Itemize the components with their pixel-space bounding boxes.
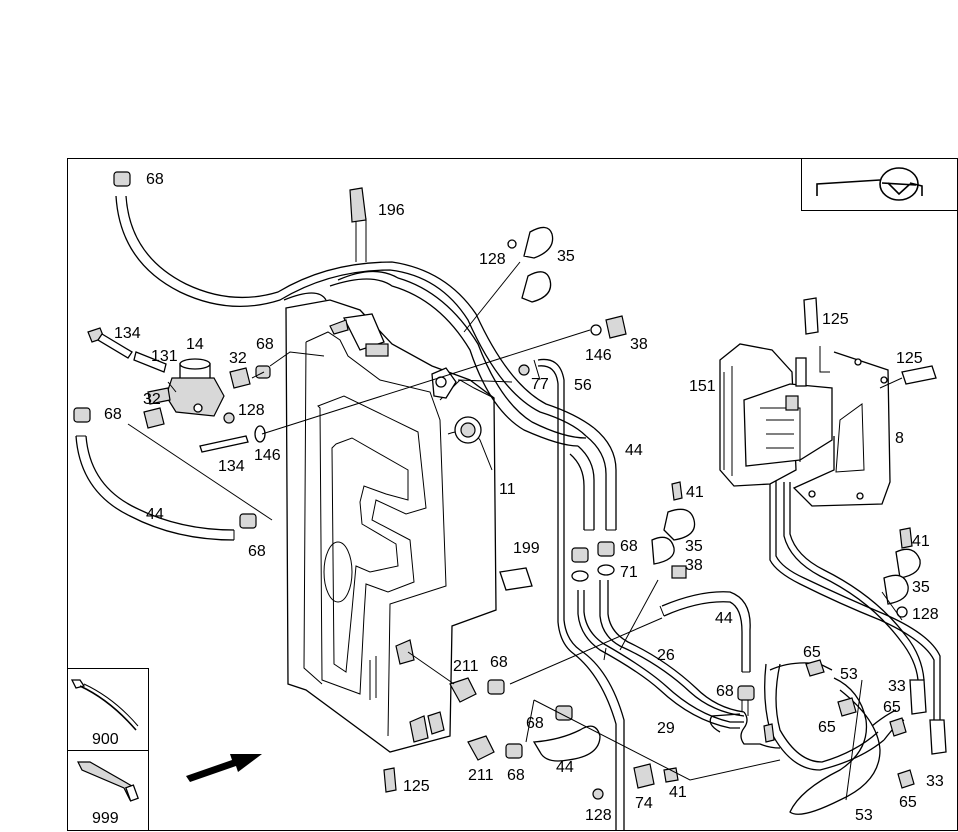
callout-77: 77 <box>531 376 549 393</box>
callout-44: 44 <box>146 506 164 523</box>
callout-33: 33 <box>926 773 944 790</box>
hose-44-right <box>659 591 751 673</box>
callout-26: 26 <box>657 647 675 664</box>
callout-41: 41 <box>686 484 704 501</box>
view-orientation-icon <box>801 158 958 211</box>
auxiliary-heater <box>719 343 833 487</box>
callout-14: 14 <box>186 336 204 353</box>
callout-211: 211 <box>468 767 494 784</box>
inset-label-sealant: 999 <box>92 810 119 827</box>
callout-68: 68 <box>256 336 274 353</box>
callout-44: 44 <box>556 759 574 776</box>
bolt-134 <box>87 327 133 359</box>
callout-53: 53 <box>855 807 873 824</box>
inset-label-cable-tie: 900 <box>92 731 119 748</box>
callout-53: 53 <box>840 666 858 683</box>
callout-146: 146 <box>254 447 281 464</box>
cable-tie-icon <box>70 679 139 731</box>
callout-125: 125 <box>822 311 849 328</box>
sleeve-131 <box>133 351 167 373</box>
callout-32: 32 <box>143 391 161 408</box>
hose-44-bottom <box>532 725 601 762</box>
inset-panel <box>67 668 149 831</box>
callout-68: 68 <box>146 171 164 188</box>
callout-128: 128 <box>238 402 265 419</box>
callout-35: 35 <box>557 248 575 265</box>
callout-11: 11 <box>499 481 516 498</box>
lines-26-29 <box>577 580 781 749</box>
hose-53 <box>764 662 905 815</box>
callout-131: 131 <box>151 348 178 365</box>
callout-44: 44 <box>715 610 733 627</box>
callout-numbers: 68 196 128 35 134 14 131 32 68 146 38 77… <box>104 171 944 824</box>
callout-125: 125 <box>896 350 923 367</box>
callout-68: 68 <box>490 654 508 671</box>
callout-32: 32 <box>229 350 247 367</box>
callout-8: 8 <box>895 430 904 447</box>
clamp-fittings <box>73 171 947 800</box>
line-56 <box>537 358 625 830</box>
callout-146: 146 <box>585 347 612 364</box>
sealant-tube-icon <box>77 761 139 802</box>
callout-56: 56 <box>574 377 592 394</box>
callout-44: 44 <box>625 442 643 459</box>
callout-71: 71 <box>620 564 638 581</box>
callout-33: 33 <box>888 678 906 695</box>
fuel-lines-44 <box>569 427 617 531</box>
callout-38: 38 <box>685 557 703 574</box>
callout-74: 74 <box>635 795 653 812</box>
valve-assembly <box>147 358 225 417</box>
callout-68: 68 <box>716 683 734 700</box>
callout-128: 128 <box>585 807 612 824</box>
callout-68: 68 <box>526 715 544 732</box>
hose-44-left <box>75 435 235 541</box>
callout-41: 41 <box>912 533 930 550</box>
callout-196: 196 <box>378 202 405 219</box>
callout-134: 134 <box>218 458 245 475</box>
callout-128: 128 <box>912 606 939 623</box>
callout-65: 65 <box>818 719 836 736</box>
callout-151: 151 <box>689 378 716 395</box>
callout-41: 41 <box>669 784 687 801</box>
callout-211: 211 <box>453 658 479 675</box>
direction-arrow <box>186 754 262 782</box>
vent-hose-top <box>115 195 595 447</box>
heater-bracket <box>792 351 891 507</box>
fuel-tank <box>285 299 497 753</box>
callout-134: 134 <box>114 325 141 342</box>
callout-65: 65 <box>899 794 917 811</box>
label-sticker <box>499 567 533 591</box>
lines-from-heater <box>769 480 941 720</box>
callout-68: 68 <box>248 543 266 560</box>
callout-65: 65 <box>803 644 821 661</box>
callout-125: 125 <box>403 778 430 795</box>
callout-68: 68 <box>507 767 525 784</box>
callout-35: 35 <box>685 538 703 555</box>
callout-35: 35 <box>912 579 930 596</box>
leader-lines <box>127 218 903 801</box>
callout-199: 199 <box>513 540 540 557</box>
callout-65: 65 <box>883 699 901 716</box>
callout-38: 38 <box>630 336 648 353</box>
callout-68: 68 <box>104 406 122 423</box>
callout-68: 68 <box>620 538 638 555</box>
callout-128: 128 <box>479 251 506 268</box>
callout-29: 29 <box>657 720 675 737</box>
